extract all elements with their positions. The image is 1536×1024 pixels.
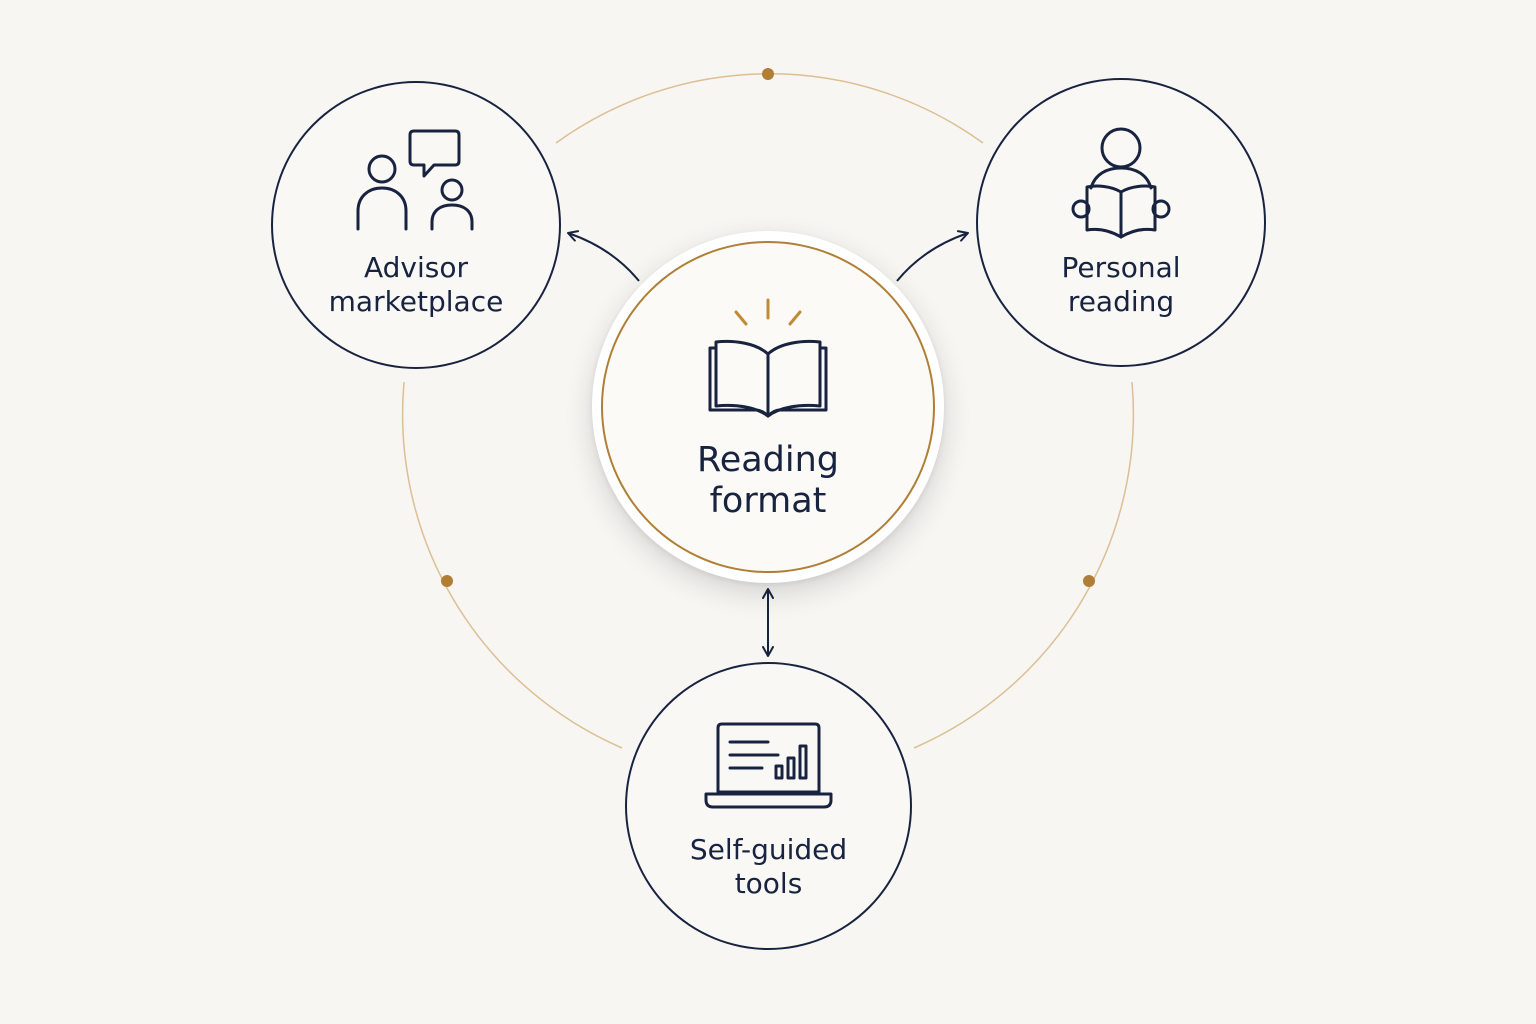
- orbit-dot-top: [762, 68, 774, 80]
- self-guided-line1: Self-guided: [689, 833, 848, 866]
- laptop-chart-icon: [704, 722, 832, 809]
- arrow-to-personal: [896, 230, 969, 282]
- orbit-dot-left: [441, 575, 453, 587]
- personal-reading-label: Personal reading: [978, 251, 1264, 319]
- orbit-arc-left: [401, 381, 623, 749]
- person-reading-icon: [1071, 127, 1171, 239]
- center-node-label: Reading format: [601, 440, 935, 523]
- center-title-line1: Reading: [696, 440, 840, 480]
- self-guided-tools-label: Self-guided tools: [627, 833, 910, 901]
- arrow-to-advisor: [567, 230, 640, 282]
- advisor-marketplace-label: Advisor marketplace: [273, 251, 559, 319]
- advisor-marketplace-node[interactable]: Advisor marketplace: [271, 81, 561, 369]
- personal-line1: Personal: [1061, 251, 1181, 284]
- people-chat-icon: [356, 129, 474, 231]
- open-book-icon: [708, 298, 828, 418]
- advisor-line2: marketplace: [328, 285, 504, 319]
- self-guided-tools-node[interactable]: Self-guided tools: [625, 662, 912, 950]
- center-title-line2: format: [709, 481, 827, 522]
- advisor-line1: Advisor: [363, 251, 468, 284]
- personal-line2: reading: [1067, 285, 1175, 319]
- personal-reading-node[interactable]: Personal reading: [976, 78, 1266, 367]
- orbit-arc-right: [913, 381, 1135, 749]
- orbit-arc-top: [555, 73, 984, 144]
- orbit-dot-right: [1083, 575, 1095, 587]
- self-guided-line2: tools: [734, 867, 803, 901]
